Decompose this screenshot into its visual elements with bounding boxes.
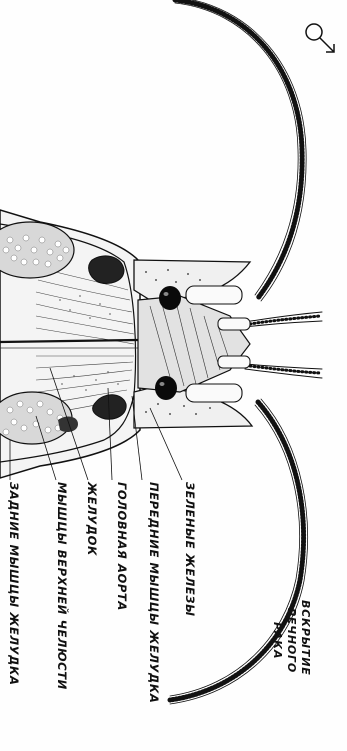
label-stomach: ЖЕЛУДОК: [85, 481, 99, 556]
title-line-3: РАКА: [271, 622, 284, 659]
label-anterior-stomach-muscles: ПЕРЕДНИЕ МЫШЦЫ ЖЕЛУДКА: [147, 482, 161, 703]
male-symbol-icon: [306, 24, 334, 52]
label-posterior-stomach-muscles: ЗАДНИЕ МЫШЦЫ ЖЕЛУДКА: [7, 482, 21, 685]
head-region: [134, 260, 252, 428]
antennules: [245, 312, 322, 378]
label-upper-jaw-muscles: МЫШЦЫ ВЕРХНЕЙ ЧЕЛЮСТИ: [55, 482, 70, 690]
title-block: ВСКРЫТИЕ: [299, 600, 312, 676]
title-line-1: ВСКРЫТИЕ: [299, 600, 312, 676]
label-green-glands: ЗЕЛЕНЫЕ ЖЕЛЕЗЫ: [183, 482, 197, 617]
upper-antenna: [175, 0, 306, 301]
eye-lower: [155, 376, 177, 400]
eye-upper: [159, 286, 181, 310]
title-line-2: РЕЧНОГО: [285, 608, 298, 673]
label-head-aorta: ГОЛОВНАЯ АОРТА: [115, 482, 129, 611]
